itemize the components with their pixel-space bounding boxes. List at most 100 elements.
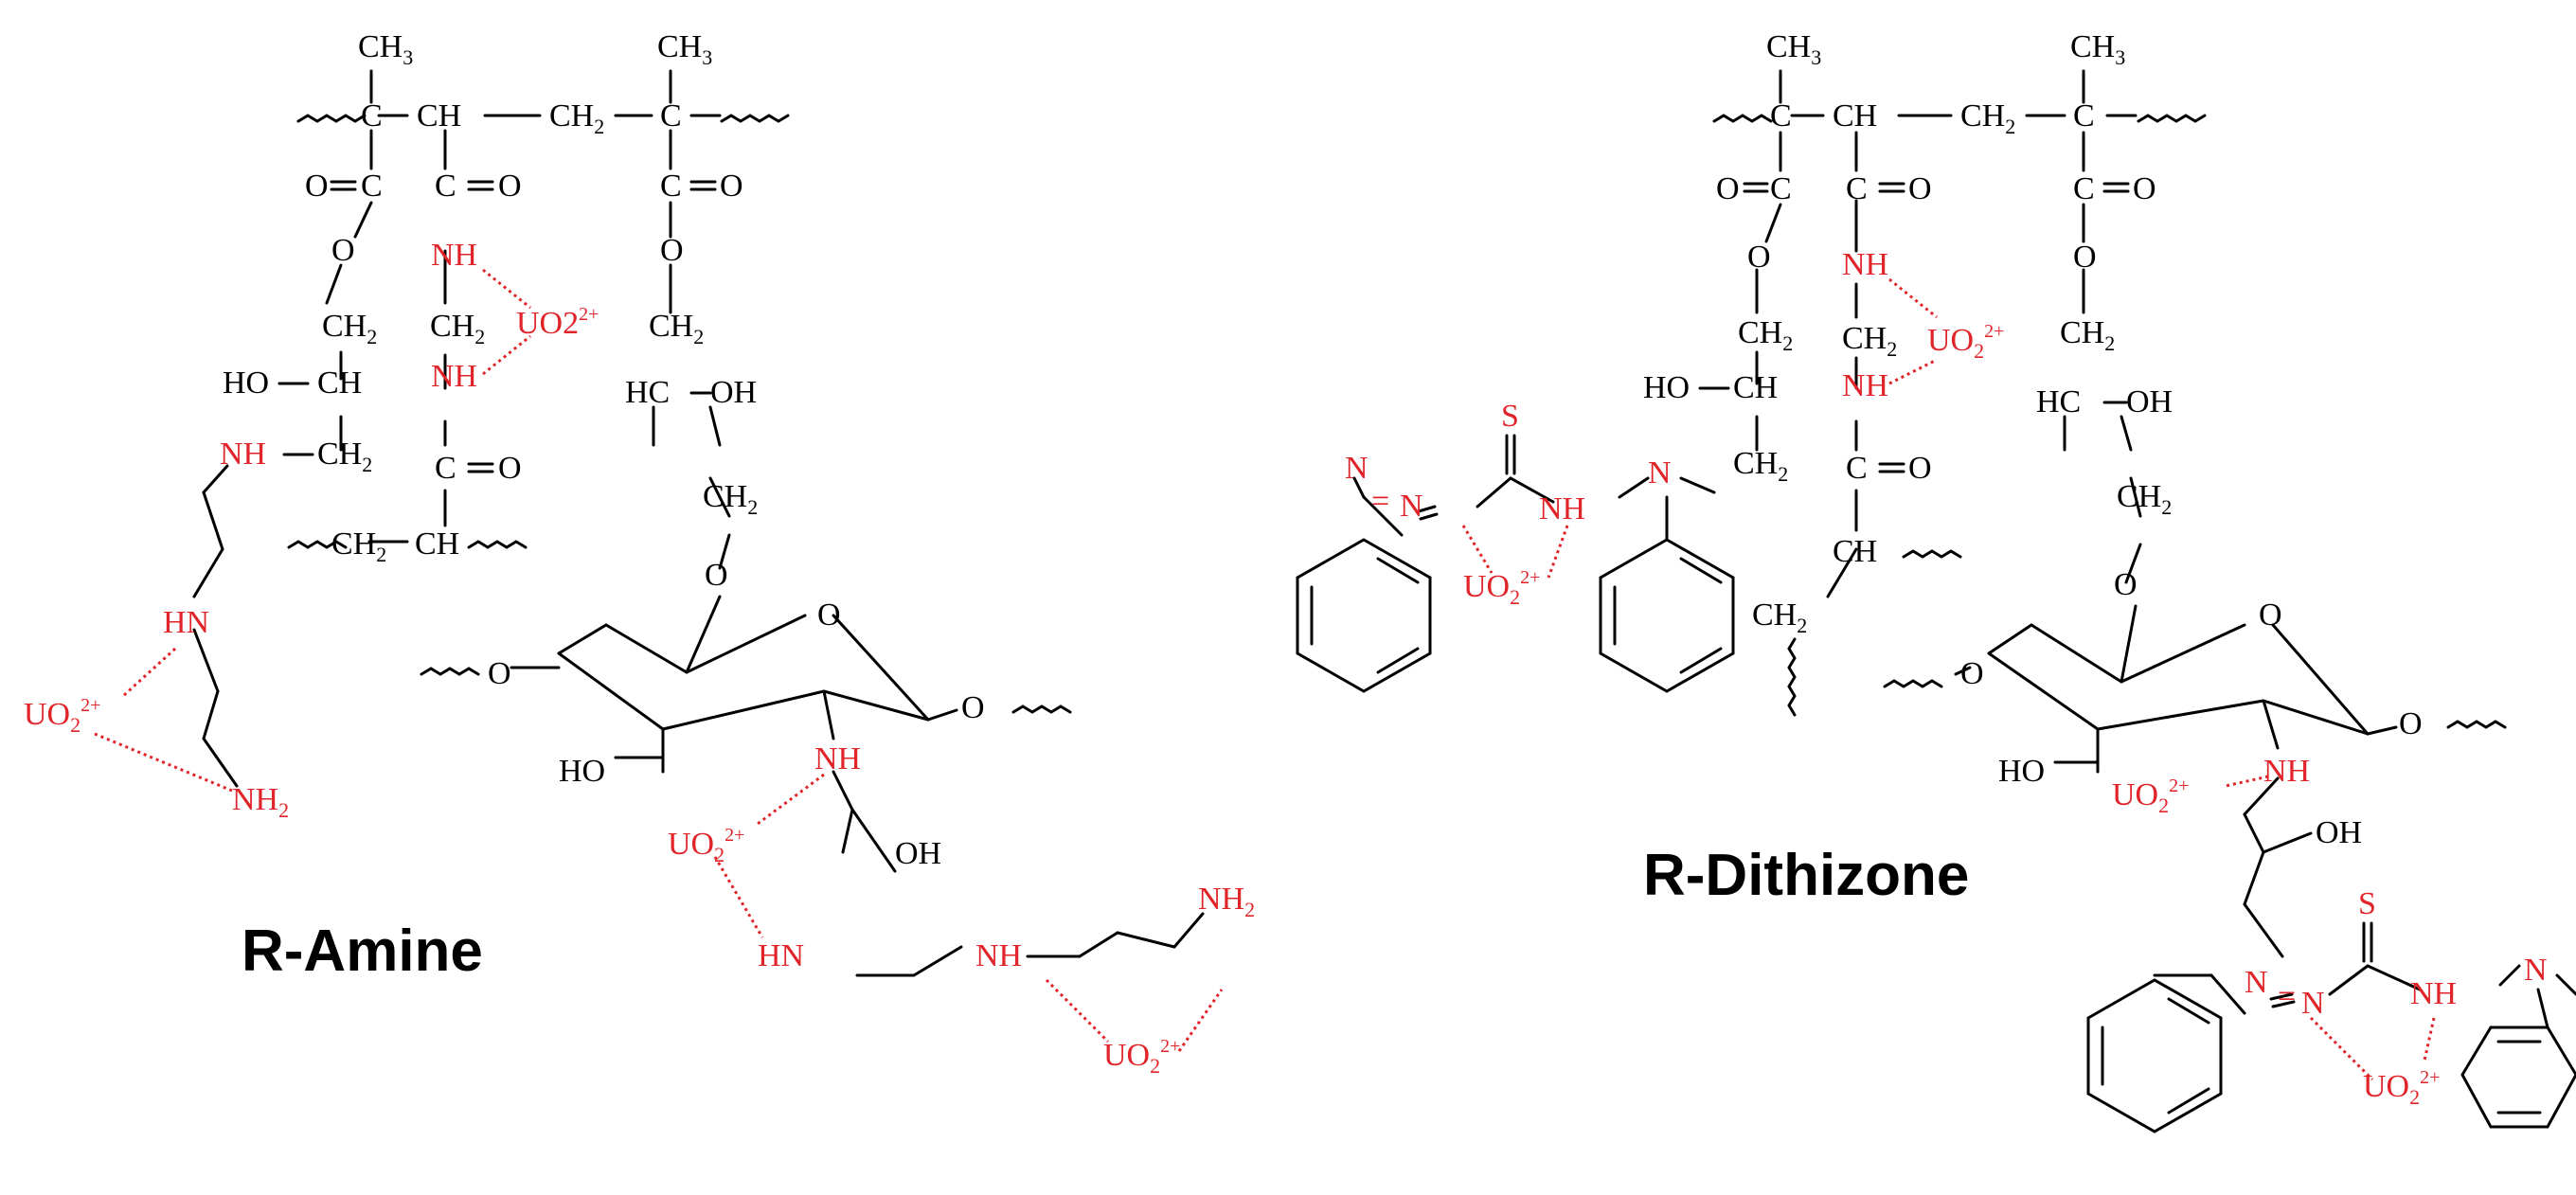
thione-sulfur: S bbox=[2358, 886, 2376, 921]
backbone-group: C bbox=[435, 169, 456, 204]
backbone-group: CH2 bbox=[1752, 598, 1807, 637]
backbone-group: O bbox=[2399, 706, 2423, 741]
uranyl-ion: UO22+ bbox=[516, 304, 599, 341]
backbone-group: HO bbox=[223, 366, 269, 401]
backbone-group: CH2 bbox=[2060, 315, 2115, 355]
backbone-group: O bbox=[817, 598, 841, 633]
backbone-group: O bbox=[1960, 656, 1984, 691]
backbone-group: O bbox=[498, 169, 522, 204]
azo-nitrogen: N bbox=[1345, 451, 1368, 486]
r-amine-backbone-labels: CH3 C CH CH2 C CH3 O C C O C O O O CH2 C… bbox=[223, 29, 985, 871]
r-amine-structure: CH3 C CH CH2 C CH3 O C C O C O O O CH2 C… bbox=[24, 29, 1255, 1078]
backbone-group: C bbox=[660, 169, 682, 204]
amine-group: NH2 bbox=[232, 782, 289, 822]
uranyl-ion: UO22+ bbox=[1463, 567, 1540, 609]
amine-group: NH bbox=[1842, 368, 1888, 403]
backbone-group: CH2 bbox=[331, 526, 386, 566]
backbone-group: CH3 bbox=[657, 29, 712, 69]
backbone-group: CH2 bbox=[1842, 321, 1897, 361]
backbone-group: CH2 bbox=[2117, 479, 2172, 519]
backbone-group: HO bbox=[1998, 754, 2045, 789]
amine-group: NH bbox=[2263, 754, 2310, 789]
backbone-group: C bbox=[1846, 451, 1868, 486]
azo-nitrogen: N bbox=[2245, 965, 2268, 1000]
amine-group: HN bbox=[758, 938, 804, 973]
amine-group: NH bbox=[220, 437, 266, 472]
hydrazine-nitrogen: N bbox=[2524, 953, 2548, 988]
backbone-group: CH2 bbox=[1733, 446, 1788, 486]
backbone-group: CH2 bbox=[703, 479, 758, 519]
azo-bond: = bbox=[1371, 484, 1389, 519]
backbone-group: CH2 bbox=[649, 309, 704, 348]
azo-nitrogen: N bbox=[1400, 489, 1423, 524]
r-dithizone-structure: CH3 C CH CH2 C CH3 O C C O C O O O CH2 C… bbox=[1296, 29, 2576, 1133]
backbone-group: C bbox=[361, 169, 383, 204]
backbone-group: C bbox=[435, 451, 456, 486]
backbone-group: O bbox=[2114, 567, 2138, 602]
backbone-group: CH bbox=[417, 98, 461, 134]
uranyl-ion: UO22+ bbox=[2363, 1067, 2440, 1109]
backbone-group: OH bbox=[2126, 384, 2173, 419]
uranyl-ion: UO22+ bbox=[1103, 1036, 1180, 1078]
backbone-group: O bbox=[2133, 171, 2156, 206]
hydrazine-group: NH bbox=[2410, 976, 2457, 1011]
backbone-group: O bbox=[498, 451, 522, 486]
backbone-group: CH3 bbox=[1766, 29, 1821, 69]
backbone-group: CH2 bbox=[430, 309, 485, 348]
amine-group: NH bbox=[814, 741, 861, 776]
backbone-group: O bbox=[660, 233, 684, 268]
r-dithizone-backbone bbox=[1296, 69, 2576, 1133]
backbone-group: CH bbox=[1833, 534, 1877, 569]
backbone-group: CH bbox=[1733, 370, 1778, 405]
backbone-group: C bbox=[361, 98, 383, 134]
backbone-group: CH bbox=[1833, 98, 1877, 134]
backbone-group: CH2 bbox=[322, 309, 377, 348]
backbone-group: CH2 bbox=[317, 437, 372, 476]
backbone-group: O bbox=[961, 690, 985, 725]
backbone-group: O bbox=[1908, 451, 1932, 486]
r-dithizone-backbone-labels: CH3 C CH CH2 C CH3 O C C O C O O O CH2 C… bbox=[1643, 29, 2423, 850]
amine-group: NH bbox=[975, 938, 1022, 973]
r-amine-title: R-Amine bbox=[242, 919, 483, 984]
uranyl-ion: UO22+ bbox=[2112, 776, 2189, 817]
hydrazine-nitrogen: N bbox=[1648, 455, 1672, 490]
backbone-group: CH bbox=[415, 526, 459, 562]
backbone-group: HO bbox=[559, 754, 605, 789]
amine-group: NH bbox=[431, 238, 477, 273]
backbone-group: C bbox=[660, 98, 682, 134]
r-dithizone-title: R-Dithizone bbox=[1643, 843, 1969, 908]
backbone-group: O bbox=[2073, 240, 2097, 275]
backbone-group: C bbox=[2073, 98, 2095, 134]
backbone-group: O bbox=[2259, 598, 2282, 633]
backbone-group: CH2 bbox=[1738, 315, 1793, 355]
r-amine-binding-labels: NH NH UO22+ NH HN UO22+ NH2 NH UO22+ HN … bbox=[24, 238, 1255, 1078]
backbone-group: O bbox=[1747, 240, 1771, 275]
backbone-group: HO bbox=[1643, 370, 1690, 405]
backbone-group: OH bbox=[2316, 815, 2362, 850]
amine-group: HN bbox=[163, 605, 209, 640]
r-dithizone-binding-labels: NH NH UO22+ S N = N NH N UO22+ NH UO22+ … bbox=[1345, 247, 2548, 1109]
backbone-group: O bbox=[1908, 171, 1932, 206]
backbone-group: O bbox=[1716, 171, 1740, 206]
uranyl-ion: UO22+ bbox=[24, 695, 100, 737]
backbone-group: C bbox=[1846, 171, 1868, 206]
backbone-group: C bbox=[1770, 98, 1792, 134]
backbone-group: C bbox=[2073, 171, 2095, 206]
uranyl-ion: UO22+ bbox=[668, 825, 744, 866]
backbone-group: O bbox=[705, 558, 728, 593]
r-amine-coordination-bonds bbox=[94, 268, 1224, 1052]
hydrazine-group: NH bbox=[1539, 491, 1585, 526]
backbone-group: O bbox=[305, 169, 329, 204]
backbone-group: CH3 bbox=[358, 29, 413, 69]
backbone-group: C bbox=[1770, 171, 1792, 206]
backbone-group: O bbox=[720, 169, 743, 204]
uranyl-ion: UO22+ bbox=[1927, 321, 2004, 363]
amine-group: NH2 bbox=[1198, 882, 1255, 921]
azo-nitrogen: N bbox=[2301, 986, 2325, 1021]
backbone-group: HC bbox=[2036, 384, 2081, 419]
backbone-group: HC bbox=[625, 375, 670, 410]
backbone-group: CH3 bbox=[2070, 29, 2125, 69]
r-amine-backbone bbox=[192, 69, 1205, 977]
amine-group: NH bbox=[431, 359, 477, 394]
